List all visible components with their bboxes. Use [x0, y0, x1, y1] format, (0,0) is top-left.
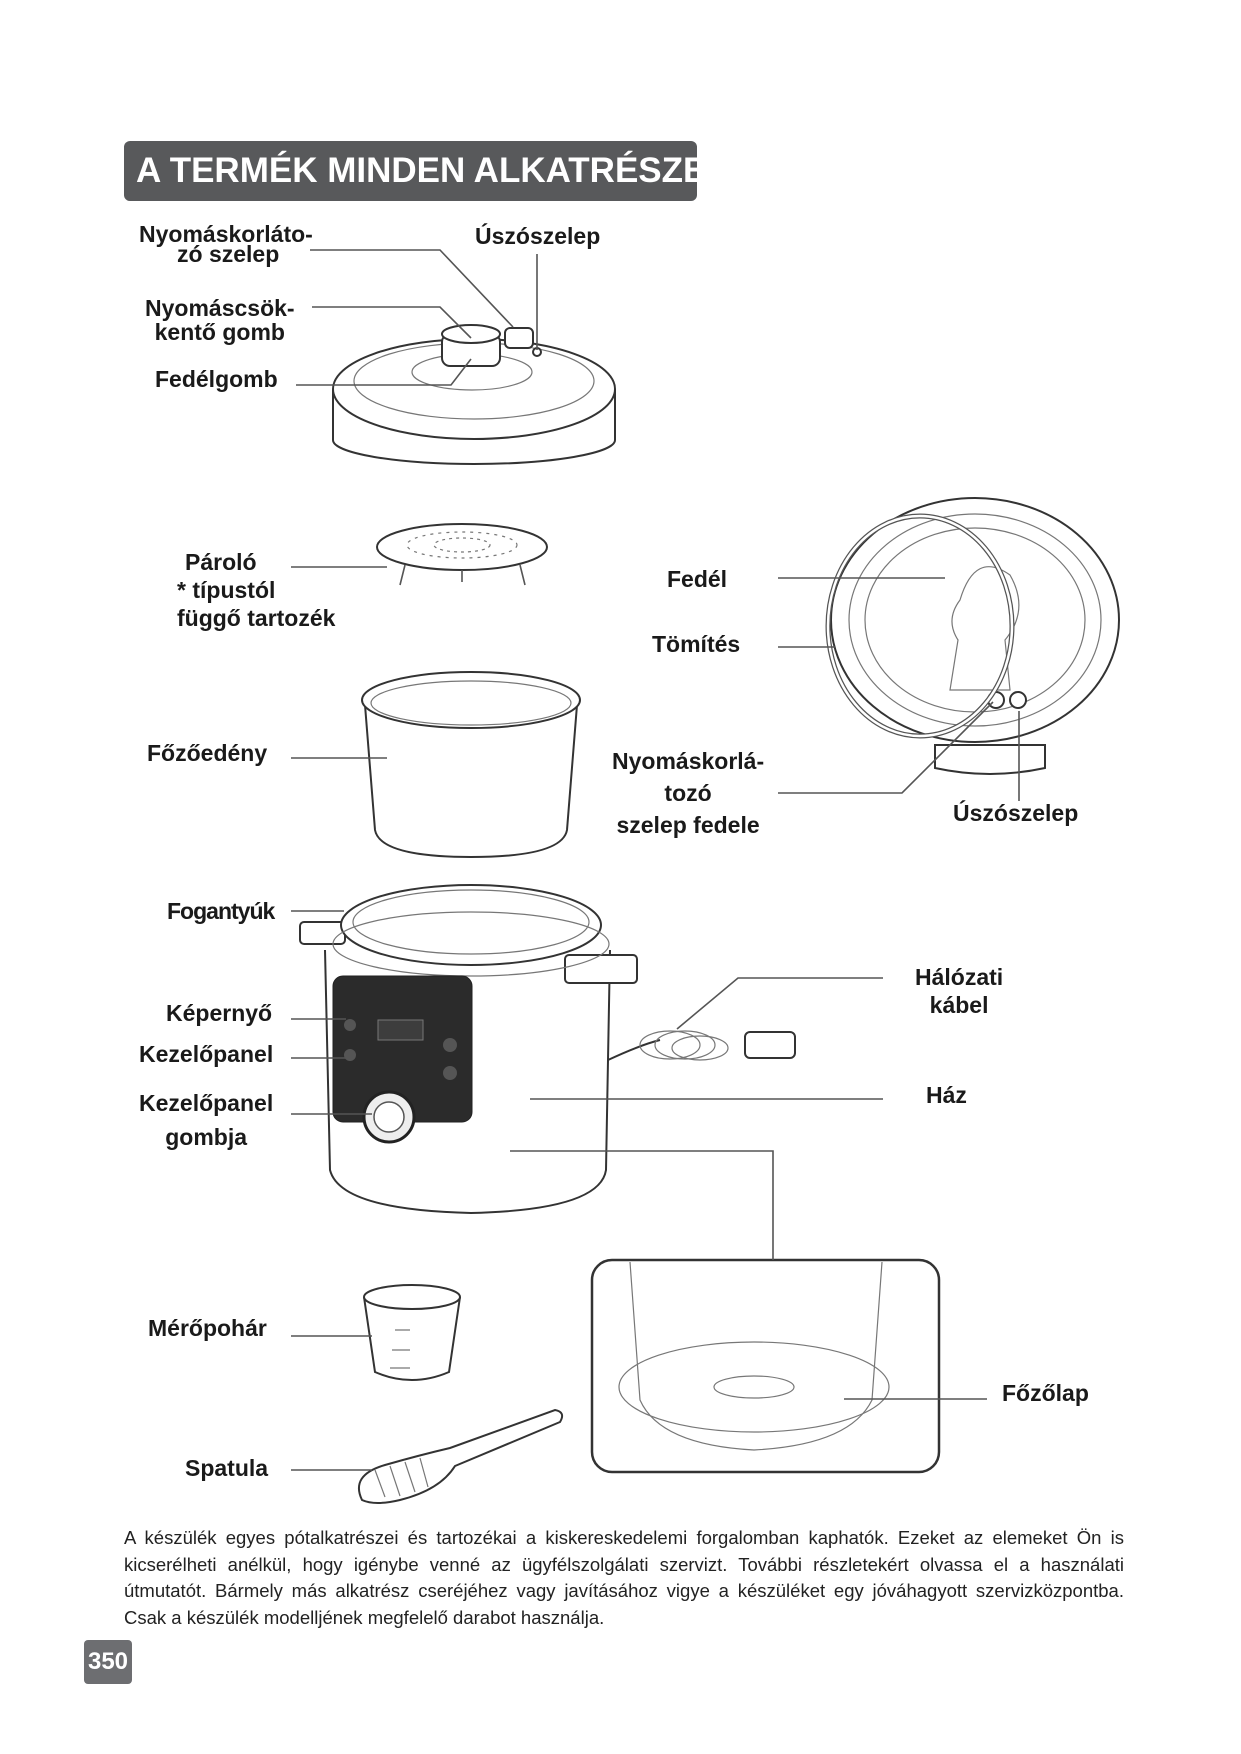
label-line: Kezelőpanel — [139, 1090, 274, 1116]
label-measuring-cup: Mérőpohár — [148, 1315, 267, 1341]
label-line: gombja — [165, 1124, 247, 1150]
lid-drawing — [332, 324, 616, 465]
label-lid: Fedél — [667, 566, 728, 592]
label-float-valve-top: Úszószelep — [475, 223, 601, 249]
label-line: Nyomáskorlá- — [612, 748, 765, 774]
label-spatula: Spatula — [185, 1455, 269, 1481]
label-line: Nyomáscsök- — [145, 295, 295, 321]
label-line: zó szelep — [177, 241, 280, 267]
label-gasket: Tömítés — [652, 631, 741, 657]
lid-underside-drawing — [825, 497, 1120, 775]
label-power-cable: Hálózati kábel — [915, 963, 1003, 1019]
label-cooking-pot: Főzőedény — [147, 740, 268, 766]
label-line: tozó — [664, 780, 712, 806]
label-handles: Fogantyúk — [167, 898, 275, 924]
spatula-drawing — [357, 1408, 564, 1504]
label-pressure-limit-valve: Nyomáskorláto- zó szelep — [139, 221, 313, 267]
label-line: * típustól — [177, 577, 276, 603]
label-line: függő tartozék — [177, 605, 336, 631]
label-line: szelep fedele — [616, 812, 760, 838]
label-housing: Ház — [926, 1082, 967, 1108]
label-display: Képernyő — [166, 1000, 273, 1026]
label-heating-plate: Főzőlap — [1002, 1380, 1089, 1406]
heating-plate-inset-drawing — [590, 1258, 941, 1474]
inner-pot-drawing — [361, 671, 581, 859]
label-pressure-release-button: Nyomáscsök- kentő gomb — [145, 296, 295, 344]
label-control-panel: Kezelőpanel — [139, 1041, 274, 1067]
steamer-drawing — [376, 523, 548, 586]
cooker-drawing — [299, 884, 796, 1215]
label-line: Nyomáskorláto- — [139, 221, 313, 247]
leader-lines — [291, 249, 1020, 1471]
page-title: A TERMÉK MINDEN ALKATRÉSZE — [124, 141, 706, 201]
label-float-valve-bottom: Úszószelep — [953, 800, 1079, 826]
label-pressure-valve-cover: Nyomáskorlá- tozó szelep fedele — [612, 745, 764, 841]
page-number: 350 — [84, 1640, 132, 1684]
label-steamer: Pároló * típustól függő tartozék — [177, 548, 335, 632]
measuring-cup-drawing — [363, 1284, 461, 1381]
label-control-panel-knob: Kezelőpanel gombja — [139, 1086, 273, 1154]
spare-parts-note: A készülék egyes pótalkatrészei és tarto… — [124, 1527, 1124, 1628]
label-line: kábel — [929, 992, 989, 1018]
label-lid-knob: Fedélgomb — [155, 366, 278, 392]
label-line: kentő gomb — [154, 319, 285, 345]
label-line: Hálózati — [915, 964, 1004, 990]
label-line: Pároló — [185, 549, 257, 575]
